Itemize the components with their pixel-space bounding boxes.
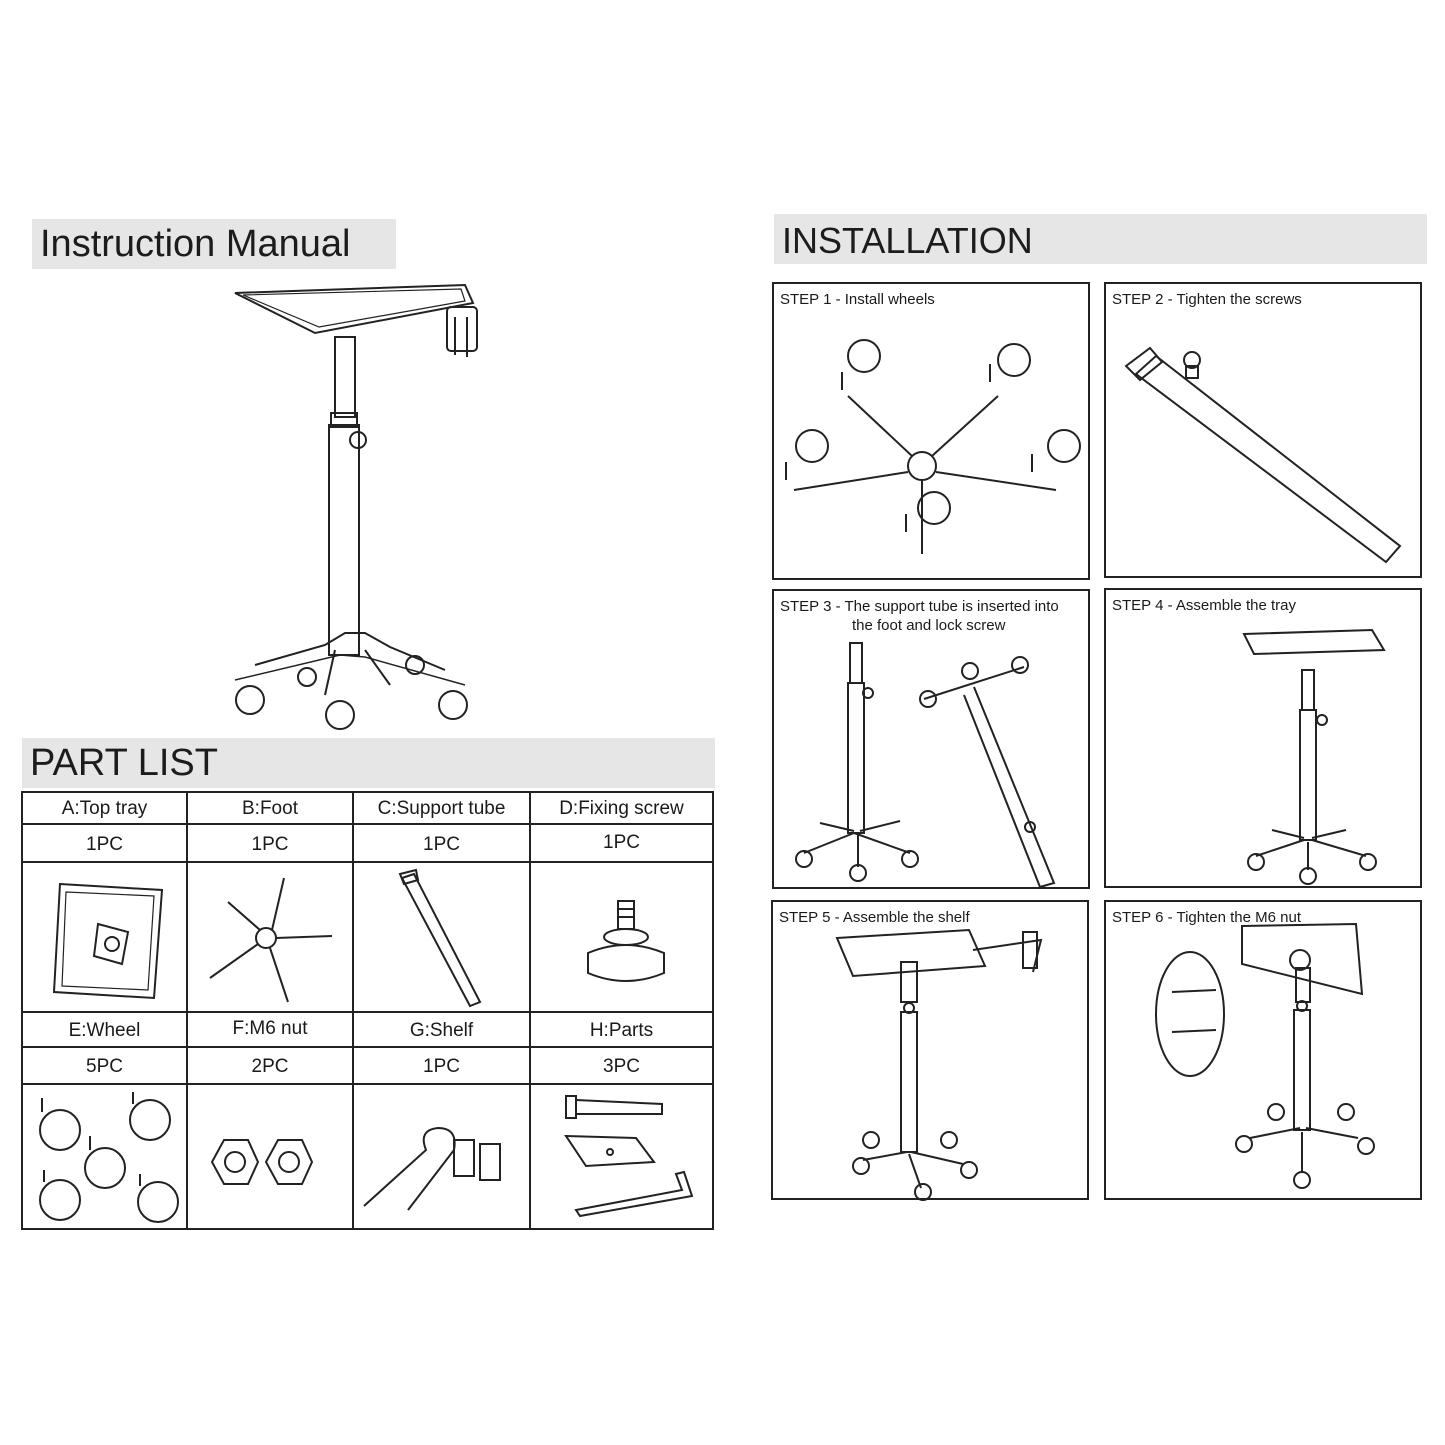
part-qty-e: 5PC bbox=[86, 1056, 123, 1077]
part-qty-d: 1PC bbox=[603, 832, 640, 853]
part-qty-a: 1PC bbox=[86, 834, 123, 855]
part-name-a: A:Top tray bbox=[61, 798, 148, 819]
part-qty-b: 1PC bbox=[251, 834, 289, 855]
step-6-label: STEP 6 - Tighten the M6 nut bbox=[1112, 909, 1301, 926]
step-5-panel: STEP 5 - Assemble the shelf bbox=[771, 900, 1089, 1201]
part-qty-f: 2PC bbox=[251, 1056, 289, 1077]
step-4-label: STEP 4 - Assemble the tray bbox=[1112, 597, 1296, 614]
assembled-cart-illustration bbox=[234, 283, 478, 730]
foot-icon bbox=[209, 877, 333, 1003]
part-name-c: C:Support tube bbox=[377, 798, 506, 819]
assemble-shelf-illustration bbox=[835, 928, 1043, 1201]
step-2-label: STEP 2 - Tighten the screws bbox=[1112, 291, 1302, 308]
part-qty-c: 1PC bbox=[423, 834, 460, 855]
part-list-table: A:Top tray B:Foot C:Support tube D:Fixin… bbox=[21, 791, 714, 1231]
fixing-screw-icon bbox=[587, 900, 665, 982]
nut-icon bbox=[210, 1139, 314, 1185]
step-2-panel: STEP 2 - Tighten the screws bbox=[1104, 282, 1422, 578]
part-name-f: F:M6 nut bbox=[232, 1018, 308, 1039]
tighten-screws-illustration bbox=[1124, 346, 1402, 564]
part-name-e: E:Wheel bbox=[68, 1020, 141, 1041]
assemble-tray-illustration bbox=[1242, 628, 1386, 885]
installation-title-banner: INSTALLATION bbox=[774, 214, 1427, 264]
step-3-label: STEP 3 - The support tube is inserted in… bbox=[780, 598, 1059, 615]
tighten-nut-illustration bbox=[1155, 922, 1375, 1189]
part-name-b: B:Foot bbox=[242, 798, 298, 819]
step-1-panel: STEP 1 - Install wheels bbox=[772, 282, 1090, 580]
part-qty-g: 1PC bbox=[423, 1056, 460, 1077]
part-table-grid bbox=[21, 791, 714, 1230]
parts-icon bbox=[564, 1095, 694, 1218]
part-list-title-banner: PART LIST bbox=[22, 738, 715, 788]
wheel-icon bbox=[39, 1092, 179, 1223]
step-3-label-line2: the foot and lock screw bbox=[852, 617, 1006, 634]
part-qty-h: 3PC bbox=[603, 1056, 640, 1077]
step-4-panel: STEP 4 - Assemble the tray bbox=[1104, 588, 1422, 888]
step-5-label: STEP 5 - Assemble the shelf bbox=[779, 909, 970, 926]
shelf-icon bbox=[363, 1126, 501, 1211]
part-name-h: H:Parts bbox=[589, 1020, 654, 1041]
part-list-title: PART LIST bbox=[30, 742, 218, 784]
install-wheels-illustration bbox=[785, 339, 1081, 554]
manual-title-banner: Instruction Manual bbox=[32, 219, 396, 269]
step-1-label: STEP 1 - Install wheels bbox=[780, 291, 935, 308]
insert-tube-illustration bbox=[795, 642, 1056, 889]
part-name-d: D:Fixing screw bbox=[559, 798, 684, 819]
support-tube-icon bbox=[398, 868, 482, 1008]
part-name-g: G:Shelf bbox=[409, 1020, 474, 1041]
step-3-panel: STEP 3 - The support tube is inserted in… bbox=[772, 589, 1090, 889]
step-6-panel: STEP 6 - Tighten the M6 nut bbox=[1104, 900, 1422, 1200]
top-tray-icon bbox=[52, 882, 164, 1000]
installation-title: INSTALLATION bbox=[782, 220, 1033, 261]
manual-title: Instruction Manual bbox=[40, 223, 351, 265]
